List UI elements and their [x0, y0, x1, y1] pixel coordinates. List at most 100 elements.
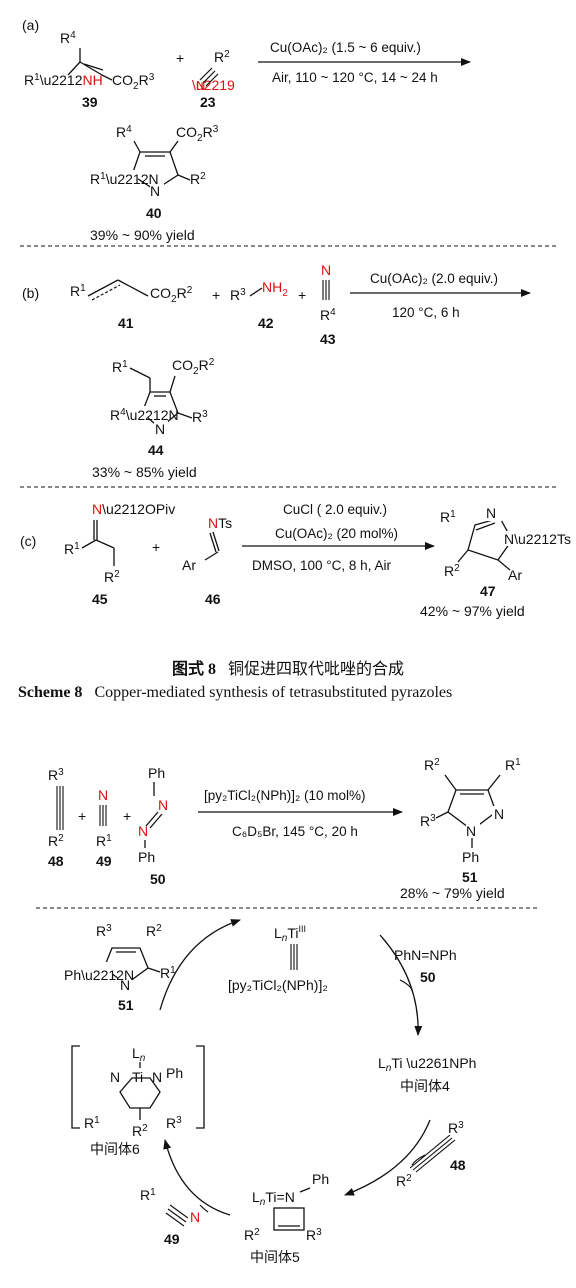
r3-product-b: R3 [192, 409, 208, 425]
r1-nh-label: R1\u2212NH [24, 72, 103, 88]
yield-a: 39% ~ 90% yield [90, 227, 195, 243]
r2-product-51: R2 [424, 757, 440, 773]
ln-int6: Ln [132, 1045, 146, 1064]
cmpd-50-cycle: 50 [420, 969, 436, 985]
azo-n2: N [138, 823, 148, 839]
n-right-int6: N [152, 1069, 162, 1085]
ph-n-cycle-51: Ph\u2212N [64, 967, 134, 983]
r1-int6: R1 [84, 1115, 100, 1131]
cond-d-bottom: C₆D₅Br, 145 °C, 20 h [232, 824, 358, 839]
caption-cn-label: 图式 8 [171, 661, 216, 678]
ph-product-51: Ph [462, 849, 479, 865]
intermediate-5-formula: LnTi=N [252, 1189, 295, 1208]
r1-nitrile-cycle: R1 [140, 1187, 156, 1203]
azo-n1: N [158, 797, 168, 813]
r3-alkyne-cycle: R3 [448, 1120, 464, 1136]
r1-n-label: R1\u2212N [90, 171, 159, 187]
cmpd-42: 42 [258, 315, 274, 331]
n2-cycle-51: N [120, 977, 130, 993]
r1-oxime: R1 [64, 541, 80, 557]
yield-b: 33% ~ 85% yield [92, 464, 197, 480]
r3-cycle-51: R3 [96, 923, 112, 939]
cmpd-51: 51 [462, 869, 478, 885]
isocyanide-c: \u2219 [192, 77, 235, 93]
co2r2-label: CO2R2 [150, 285, 193, 305]
panel-b: (b) R1 CO2R2 41 + R3 NH2 42 + N R4 43 Cu… [22, 262, 531, 480]
yield-d: 28% ~ 79% yield [400, 885, 505, 901]
opiv-label: N\u2212OPiv [92, 501, 175, 517]
caption-en-label: Scheme 8 [18, 684, 83, 701]
r3-product-51: R3 [420, 813, 436, 829]
r4-label: R4 [60, 30, 76, 46]
catalyst-top: LnTiIII [274, 924, 306, 944]
panel-c-label: (c) [20, 533, 36, 549]
r2-pyrazoline: R2 [444, 563, 460, 579]
caption-chinese: 图式 8 铜促进四取代吡唑的合成 [0, 655, 576, 679]
cmpd-47: 47 [480, 583, 496, 599]
cond-c-3: DMSO, 100 °C, 8 h, Air [252, 558, 391, 573]
co2r3-product-label: CO2R3 [176, 124, 219, 144]
plus-b1: + [212, 287, 220, 303]
cmpd-23: 23 [200, 94, 216, 110]
pyrazole-n1-51: N [466, 823, 476, 839]
ph-bottom-azo: Ph [138, 849, 155, 865]
caption-en-text: Copper-mediated synthesis of tetrasubsti… [94, 684, 453, 701]
r2-oxime: R2 [104, 569, 120, 585]
cmpd-39: 39 [82, 94, 98, 110]
pyrazoline-n1: N [486, 505, 496, 521]
plus-sign: + [176, 50, 184, 66]
plus-d2: + [123, 808, 131, 824]
ph-int5: Ph [312, 1171, 329, 1187]
caption-english: Scheme 8 Copper-mediated synthesis of te… [18, 682, 562, 703]
plus-b2: + [298, 287, 306, 303]
plus-c: + [152, 539, 160, 555]
n-left-int6: N [110, 1069, 120, 1085]
r3-alkyne: R3 [48, 767, 64, 783]
co2r2-product-b: CO2R2 [172, 357, 215, 377]
cond-b-bottom: 120 °C, 6 h [392, 305, 460, 320]
r2-product-label: R2 [190, 171, 206, 187]
panel-c: (c) N\u2212OPiv R1 R2 45 + NTs Ar 46 CuC… [20, 501, 571, 619]
intermediate-4-formula: LnTi \u2261NPh [378, 1055, 476, 1074]
ph-int6: Ph [166, 1065, 183, 1081]
cycle-arrow-3 [344, 1119, 431, 1196]
cmpd-44: 44 [148, 442, 164, 458]
r4-product-label: R4 [116, 124, 132, 140]
azobenzene: PhN=NPh [394, 947, 457, 963]
cond-c-2: Cu(OAc)₂ (20 mol%) [275, 526, 398, 541]
catalyst-bottom: [py₂TiCl₂(NPh)]₂ [228, 977, 328, 993]
caption-cn-text: 铜促进四取代吡唑的合成 [228, 661, 405, 678]
cmpd-41: 41 [118, 315, 134, 331]
isocyanide-n: N [196, 78, 205, 93]
r2-int6: R2 [132, 1123, 148, 1139]
r3-int6: R3 [166, 1115, 182, 1131]
r1-nitrile: R1 [96, 833, 112, 849]
panel-a-label: (a) [22, 17, 39, 33]
pyrazole-n-51: N [494, 806, 504, 822]
cmpd-43: 43 [320, 331, 336, 347]
r2-alkyne-cycle: R2 [396, 1173, 412, 1189]
ti-int6: Ti [132, 1069, 143, 1085]
cmpd-48-cycle: 48 [450, 1157, 466, 1173]
pyrazoline-n2-ts: N\u2212Ts [504, 531, 571, 547]
r3-int5: R3 [306, 1227, 322, 1243]
cmpd-46: 46 [205, 591, 221, 607]
ph-top-azo: Ph [148, 765, 165, 781]
ar-pyrazoline: Ar [508, 567, 522, 583]
cmpd-40: 40 [146, 205, 162, 221]
r2-alkyne: R2 [48, 833, 64, 849]
cond-b-top: Cu(OAc)₂ (2.0 equiv.) [370, 271, 498, 286]
cmpd-49-cycle: 49 [164, 1231, 180, 1247]
r1-product-51: R1 [505, 757, 521, 773]
nts-label: NTs [208, 515, 232, 531]
isocyanide-n-b: N [321, 262, 331, 278]
r2-int5: R2 [244, 1227, 260, 1243]
n-nitrile-cycle: N [190, 1209, 200, 1225]
r1-pyrazoline: R1 [440, 509, 456, 525]
amine-label: R3 [230, 287, 246, 303]
r4-n-product-b: R4\u2212N [110, 407, 179, 423]
cmpd-45: 45 [92, 591, 108, 607]
plus-d1: + [78, 808, 86, 824]
nh2-label: NH2 [262, 279, 288, 299]
